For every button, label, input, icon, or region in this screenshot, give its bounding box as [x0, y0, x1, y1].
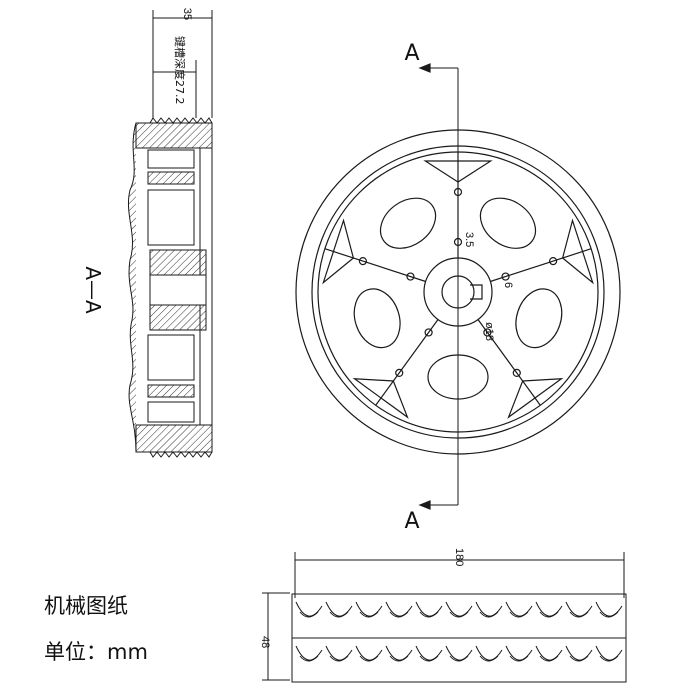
- tread-pattern: [295, 601, 623, 662]
- section-rim-top: [135, 122, 213, 149]
- tread-mark: [325, 645, 353, 662]
- rim-window: [507, 378, 564, 419]
- bore-circle: [441, 275, 475, 309]
- tread-mark: [295, 601, 323, 618]
- lightening-hole: [427, 354, 489, 400]
- spoke-line: [477, 319, 541, 406]
- section-label: A—A: [81, 266, 105, 314]
- dim-tire-width: 48: [259, 636, 271, 648]
- tread-mark: [595, 601, 623, 618]
- slot-1: [147, 149, 195, 169]
- unit-line: 单位：mm: [44, 636, 148, 666]
- spokes-group: [322, 152, 594, 419]
- rim-window: [352, 378, 409, 419]
- tire-profile-left: [128, 122, 137, 453]
- bore: [149, 274, 207, 306]
- bolt-hole: [395, 368, 404, 378]
- tread-mark: [385, 601, 413, 618]
- tread-mark: [475, 601, 503, 618]
- spoke-line: [490, 248, 592, 283]
- tread-mark: [355, 645, 383, 662]
- drawing-title: 机械图纸: [44, 594, 128, 618]
- bolt-hole: [512, 368, 521, 378]
- lightening-hole: [515, 288, 563, 349]
- section-marker-bottom: A: [404, 509, 419, 534]
- slot-6: [147, 401, 195, 423]
- tread-mark: [415, 601, 443, 618]
- lightening-hole: [353, 288, 401, 349]
- tread-mark: [505, 645, 533, 662]
- spoke-line: [375, 319, 439, 406]
- bolt-hole: [424, 328, 433, 337]
- tread-mark: [565, 645, 593, 662]
- tread-teeth-bottom: [149, 451, 213, 458]
- tread-mark: [445, 645, 473, 662]
- keyway: [470, 284, 483, 300]
- unit-label: 单位：: [44, 640, 107, 664]
- slot-4: [147, 334, 195, 381]
- lightening-hole: [379, 197, 437, 249]
- tread-mark: [415, 645, 443, 662]
- section-rim-bottom: [135, 424, 213, 453]
- dim-side-width: 35: [181, 8, 193, 20]
- dim-outer-diameter: 180: [453, 548, 465, 566]
- dim-bore-diameter: ø18: [483, 322, 495, 341]
- tread-mark: [505, 601, 533, 618]
- tire-view: [262, 552, 627, 683]
- tread-mark: [295, 645, 323, 662]
- tread-mark: [475, 645, 503, 662]
- dim-keyway-depth: 键槽深度27.2: [173, 36, 187, 105]
- bolt-hole: [501, 272, 510, 281]
- tread-mark: [325, 601, 353, 618]
- bolt-hole: [483, 328, 492, 337]
- tread-mark: [445, 601, 473, 618]
- rim-outer: [311, 145, 605, 439]
- tread-mark: [535, 645, 563, 662]
- bolt-hole: [549, 256, 558, 266]
- tread-mark: [565, 601, 593, 618]
- rim-window: [423, 160, 493, 183]
- unit-value: mm: [107, 640, 148, 664]
- side-section-view: [128, 10, 213, 458]
- tread-mark: [595, 645, 623, 662]
- dim-key-width: 6: [502, 282, 514, 288]
- bolt-hole: [358, 256, 367, 266]
- section-marker-top: A: [404, 41, 419, 66]
- slot-3: [147, 189, 195, 246]
- tread-mark: [355, 601, 383, 618]
- rim-window: [561, 218, 594, 285]
- slot-5: [147, 384, 195, 398]
- bolt-hole: [453, 187, 463, 197]
- dim-key-offset: 3.5: [463, 232, 475, 247]
- rim-window: [322, 218, 355, 285]
- tread-mark: [385, 645, 413, 662]
- tread-mark: [535, 601, 563, 618]
- slot-2: [147, 171, 195, 185]
- lightening-hole: [479, 197, 537, 249]
- bolt-hole: [406, 272, 415, 281]
- bolt-hole: [453, 237, 463, 247]
- tire-outer: [295, 129, 621, 455]
- tread-teeth-top: [149, 117, 213, 124]
- front-view: [295, 63, 621, 510]
- spoke-line: [324, 248, 426, 283]
